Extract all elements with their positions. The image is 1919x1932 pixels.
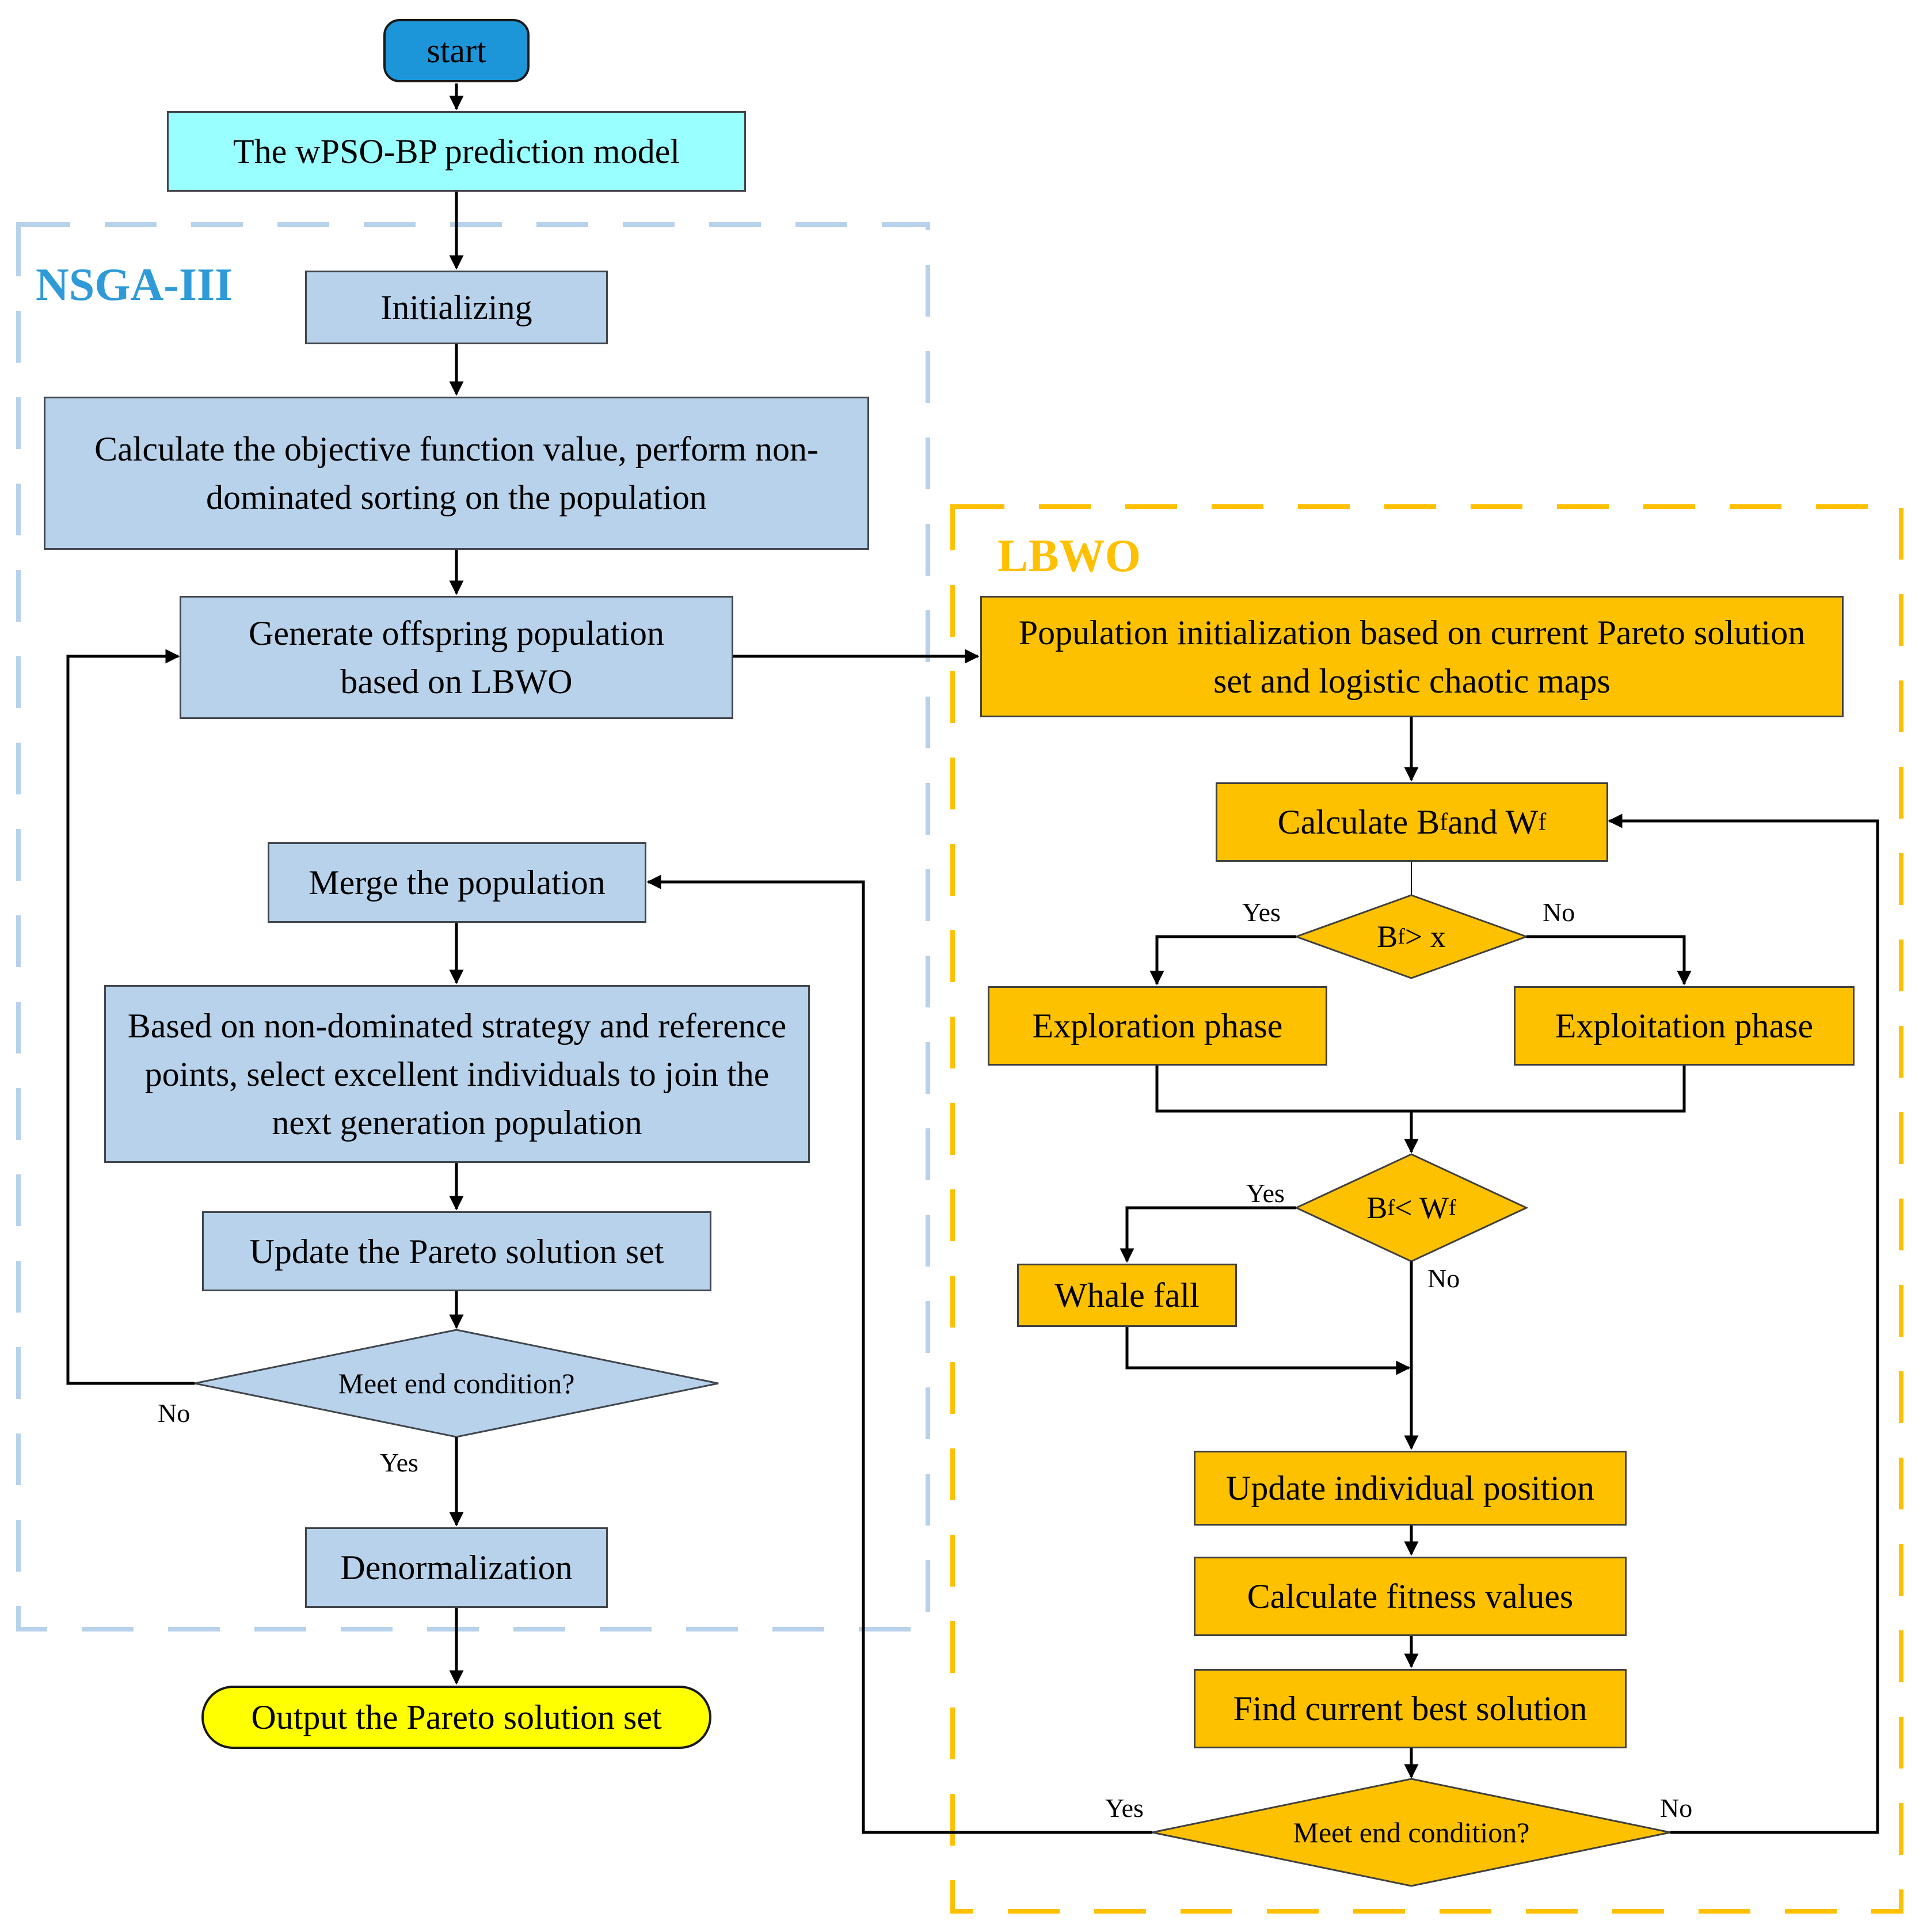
denormalization-box: Denormalization (305, 1527, 608, 1608)
yes-label-bf-wf: Yes (1246, 1178, 1285, 1208)
calculate-fitness-box: Calculate fitness values (1194, 1557, 1627, 1636)
end-condition-lbwo-diamond (1152, 1778, 1671, 1887)
yes-label-bf-x: Yes (1242, 897, 1281, 927)
lbwo-group-title: LBWO (997, 531, 1141, 581)
merge-population-box: Merge the population (268, 842, 646, 923)
no-label-bf-x: No (1543, 897, 1575, 927)
no-label-nsga: No (158, 1398, 191, 1428)
calculate-objective-box: Calculate the objective function value, … (44, 397, 869, 550)
generate-offspring-box: Generate offspring population based on L… (180, 596, 733, 719)
update-pareto-box: Update the Pareto solution set (202, 1211, 711, 1291)
bf-x-subscript: f (1398, 925, 1405, 949)
bf-wf-subscript-w: f (1448, 1196, 1456, 1220)
lbwo-group-border (950, 504, 1903, 1914)
update-position-box: Update individual position (1194, 1451, 1627, 1526)
bf-wf-mid: < W (1395, 1191, 1449, 1225)
whale-fall-box: Whale fall (1017, 1264, 1237, 1327)
nsga-group-title: NSGA-III (36, 260, 233, 310)
initializing-box: Initializing (305, 271, 608, 344)
calculate-wf-subscript: f (1538, 808, 1547, 835)
calculate-bf-wf-prefix: Calculate B (1277, 803, 1440, 841)
yes-label-lbwo: Yes (1105, 1793, 1144, 1823)
exploration-phase-box: Exploration phase (988, 986, 1327, 1066)
calculate-bf-subscript: f (1440, 808, 1448, 835)
nsga-group-border (16, 222, 930, 1631)
yes-label-nsga: Yes (380, 1448, 418, 1477)
end-condition-lbwo-label: Meet end condition? (1293, 1816, 1530, 1849)
no-label-lbwo: No (1660, 1793, 1693, 1823)
bf-x-rest: > x (1404, 919, 1446, 954)
prediction-model-box: The wPSO-BP prediction model (167, 111, 746, 192)
find-best-solution-box: Find current best solution (1194, 1669, 1627, 1748)
end-condition-nsga-label: Meet end condition? (338, 1367, 575, 1399)
bf-x-diamond (1293, 894, 1529, 979)
output-pareto-node: Output the Pareto solution set (201, 1686, 711, 1749)
select-individuals-box: Based on non-dominated strategy and refe… (104, 985, 810, 1163)
bf-wf-letter: B (1366, 1191, 1388, 1225)
start-node: start (383, 19, 530, 82)
exploitation-phase-box: Exploitation phase (1514, 986, 1855, 1066)
calculate-bf-wf-mid: and W (1448, 803, 1539, 841)
bf-x-letter: B (1377, 919, 1398, 954)
no-label-bf-wf: No (1427, 1264, 1460, 1293)
population-initialization-box: Population initialization based on curre… (980, 596, 1844, 717)
bf-wf-subscript-b: f (1387, 1196, 1395, 1220)
